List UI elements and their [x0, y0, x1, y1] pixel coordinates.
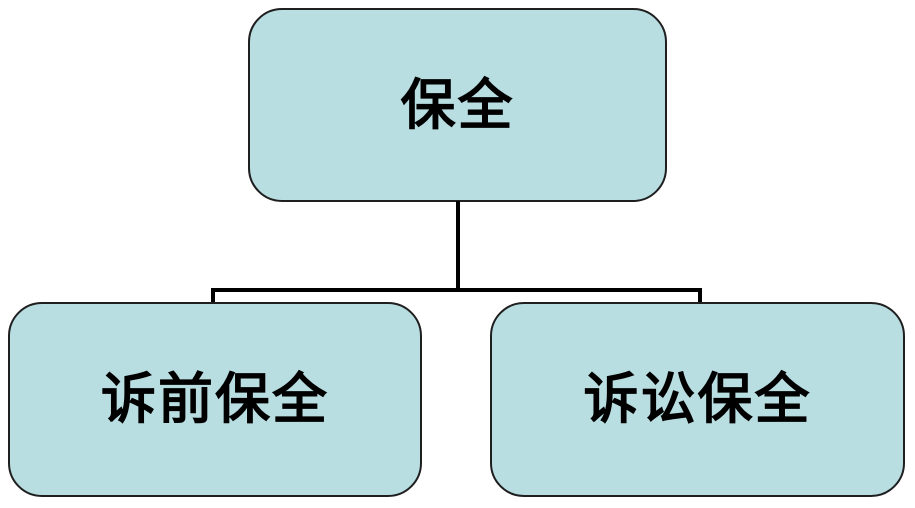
connector-left-drop-line — [211, 288, 215, 304]
node-pre-litigation-preservation: 诉前保全 — [8, 302, 422, 497]
connector-trunk-line — [456, 201, 460, 292]
node-pre-litigation-preservation-label: 诉前保全 — [100, 367, 329, 431]
connector-right-drop-line — [698, 288, 702, 304]
node-litigation-preservation-label: 诉讼保全 — [583, 367, 812, 431]
node-preservation-root: 保全 — [248, 8, 667, 202]
node-litigation-preservation: 诉讼保全 — [490, 302, 905, 497]
node-preservation-root-label: 保全 — [400, 72, 515, 137]
connector-crossbar-line — [211, 288, 702, 292]
